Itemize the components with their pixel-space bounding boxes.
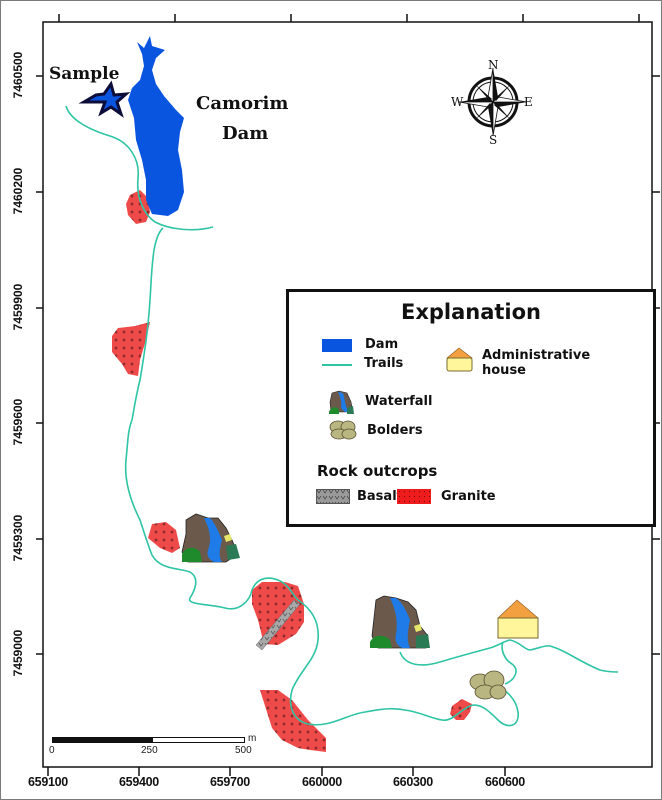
scale-unit: m [248,733,257,744]
scale-label-250: 250 [141,745,158,756]
legend-basalt-label: Basalt [357,489,403,504]
y-tick-label: 7460200 [11,167,25,215]
trails [65,105,619,727]
legend-trails-label: Trails [364,356,404,371]
legend-waterfall-label: Waterfall [365,394,433,409]
dam-name-line1: Camorim [196,93,289,114]
boulders-icon [469,670,507,700]
y-tick-label: 7459600 [11,398,25,446]
dam-body [128,36,184,216]
sample-star-icon [78,80,131,118]
legend-granite-label: Granite [441,489,496,504]
granite-outcrops [112,190,472,752]
boulders-swatch-icon [329,420,357,440]
basalt-swatch [316,489,350,504]
sample-label: Sample [49,64,120,84]
granite-swatch [397,489,431,504]
legend-house-label-line2: house [482,363,526,378]
compass-south-label: S [489,133,498,147]
compass-rose-icon [458,67,528,137]
x-tick-label: 659700 [210,775,250,789]
dam-name-line2: Dam [222,123,269,144]
rock-outcrops-heading: Rock outcrops [317,462,438,480]
trail-swatch [322,364,352,366]
x-tick-label: 660000 [302,775,342,789]
legend-dam-label: Dam [365,337,399,352]
x-tick-label: 660600 [485,775,525,789]
x-tick-label: 659100 [28,775,68,789]
waterfall-icon-2 [370,595,430,649]
waterfall-swatch-icon [329,390,354,414]
compass-east-label: E [524,95,533,109]
waterfall-icon-1 [181,513,240,563]
y-tick-label: 7459300 [11,514,25,562]
x-tick-label: 660300 [393,775,433,789]
scale-label-0: 0 [49,745,55,756]
house-swatch-icon [446,347,473,372]
y-tick-label: 7459900 [11,283,25,331]
y-tick-label: 7459000 [11,629,25,677]
scale-label-500: 500 [235,745,252,756]
legend-box: Explanation Dam Trails Administrative ho… [286,289,656,527]
legend-title: Explanation [400,300,542,324]
x-tick-label: 659400 [119,775,159,789]
y-tick-label: 7460500 [11,51,25,99]
administrative-house-icon [497,599,539,639]
compass-west-label: W [451,95,464,109]
x-axis-ticks [47,14,640,776]
dam-swatch [322,339,352,352]
basalt-dike [255,599,301,651]
legend-boulders-label: Bolders [367,423,423,438]
compass-north-label: N [488,58,499,72]
legend-house-label-line1: Administrative [482,348,591,363]
